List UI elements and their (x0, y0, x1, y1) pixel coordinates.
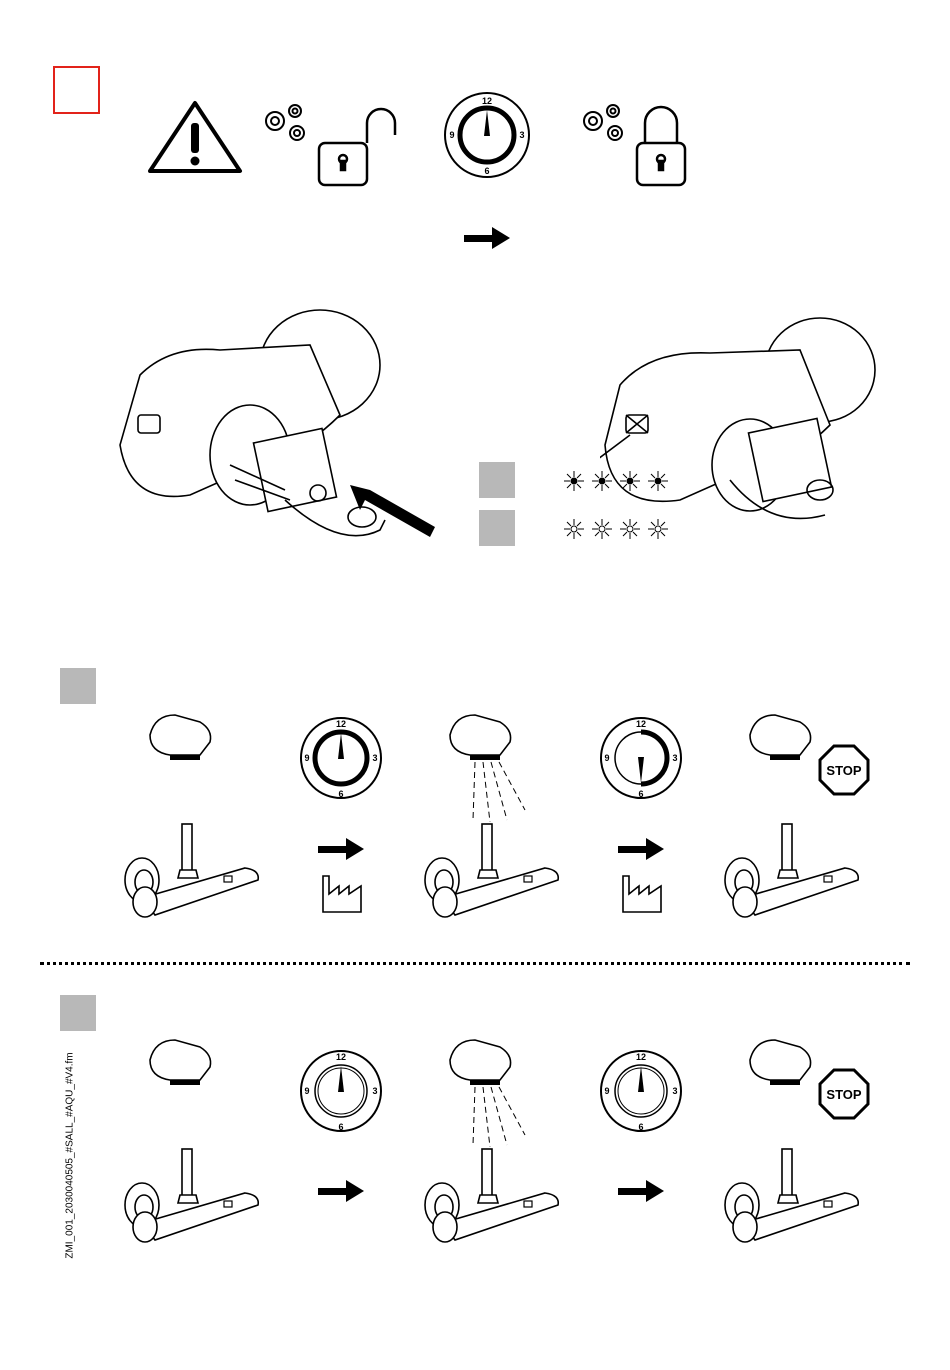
dial-section2-b: 12 3 6 9 (598, 1048, 684, 1134)
dial-section2-a: 12 3 6 9 (298, 1048, 384, 1134)
dial-top: 12 3 6 9 (442, 90, 532, 180)
dial-3-label: 3 (672, 1086, 677, 1096)
led-blink-icon (648, 471, 668, 491)
red-marker-square (53, 66, 100, 114)
dial-12-label: 12 (336, 1052, 346, 1062)
led-blink-icon (620, 519, 640, 539)
warning-triangle-icon (140, 95, 250, 180)
dial-12-label: 12 (482, 96, 492, 106)
dial-9-label: 9 (449, 130, 454, 140)
padlock-open-icon (319, 109, 395, 185)
dial-12-label: 12 (636, 1052, 646, 1062)
shower-head-icon (145, 710, 220, 765)
dial-6-label: 6 (338, 789, 343, 799)
shower-mixer-icon (720, 820, 865, 920)
shower-mixer-icon (120, 820, 265, 920)
device-illustration-right (600, 305, 900, 545)
step-square-section-1 (60, 668, 96, 704)
gears-icon (266, 105, 304, 140)
dial-9-label: 9 (304, 753, 309, 763)
led-blink-icon (620, 471, 640, 491)
dial-6-label: 6 (638, 789, 643, 799)
step-square-led-1 (479, 462, 515, 498)
step-square-led-2 (479, 510, 515, 546)
dial-3-label: 3 (372, 1086, 377, 1096)
shower-mixer-icon (720, 1145, 865, 1245)
arrow-right-icon (616, 836, 666, 862)
led-blink-icon (648, 519, 668, 539)
shower-head-spray-icon (445, 1035, 535, 1155)
dial-section1-b: 12 3 6 9 (598, 715, 684, 801)
shower-mixer-icon (420, 1145, 565, 1245)
shower-head-icon (745, 1035, 820, 1090)
stop-sign-label: STOP (826, 1087, 861, 1102)
stop-sign-icon: STOP (818, 744, 870, 796)
dial-12-label: 12 (636, 719, 646, 729)
shower-head-icon (145, 1035, 220, 1090)
dial-12-label: 12 (336, 719, 346, 729)
padlock-closed-icon (637, 107, 685, 185)
shower-head-spray-icon (445, 710, 535, 830)
dial-9-label: 9 (604, 753, 609, 763)
dial-3-label: 3 (672, 753, 677, 763)
led-row-2 (560, 514, 680, 544)
arrow-right-icon (316, 1178, 366, 1204)
led-blink-icon (564, 519, 584, 539)
side-file-label: ZMI_001_2030040505_#SALL_#AQU_#V4.fm (65, 1026, 76, 1286)
led-blink-icon (592, 519, 612, 539)
dial-3-label: 3 (519, 130, 524, 140)
factory-icon (620, 872, 664, 914)
led-blink-icon (592, 471, 612, 491)
shower-mixer-icon (420, 820, 565, 920)
dial-6-label: 6 (484, 166, 489, 176)
dial-6-label: 6 (638, 1122, 643, 1132)
dial-9-label: 9 (304, 1086, 309, 1096)
arrow-right-icon (462, 225, 512, 251)
gears-icon (584, 105, 622, 140)
dial-3-label: 3 (372, 753, 377, 763)
led-row-1 (560, 466, 680, 496)
unlock-group (255, 95, 405, 190)
dial-section1-a: 12 3 6 9 (298, 715, 384, 801)
device-illustration-left (110, 305, 450, 555)
arrow-right-icon (616, 1178, 666, 1204)
stop-sign-label: STOP (826, 763, 861, 778)
arrow-right-icon (316, 836, 366, 862)
insert-arrow-icon (350, 485, 435, 537)
dial-6-label: 6 (338, 1122, 343, 1132)
factory-icon (320, 872, 364, 914)
stop-sign-icon: STOP (818, 1068, 870, 1120)
dotted-separator (40, 962, 910, 965)
dial-9-label: 9 (604, 1086, 609, 1096)
led-blink-icon (564, 471, 584, 491)
shower-mixer-icon (120, 1145, 265, 1245)
lock-group (575, 95, 695, 190)
shower-head-icon (745, 710, 820, 765)
